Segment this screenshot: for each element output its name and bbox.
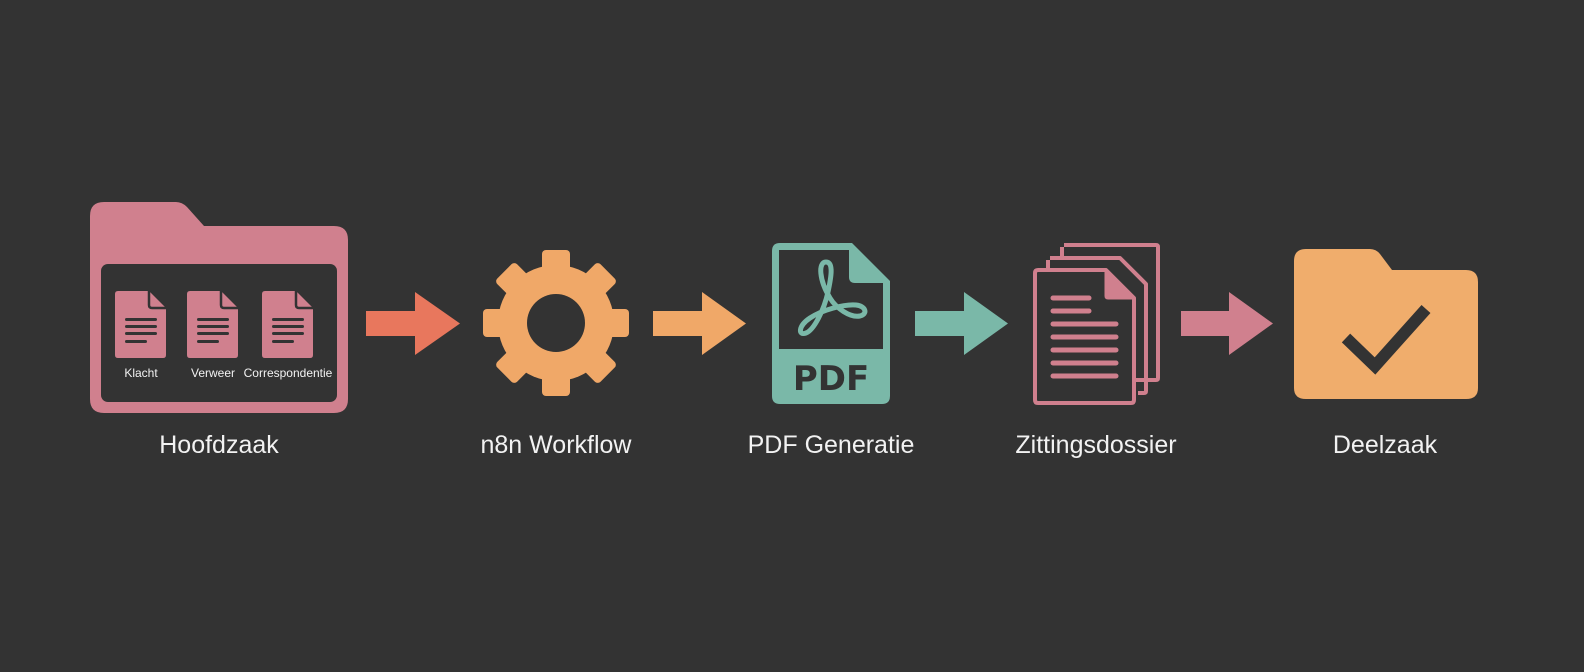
- pdf-icon-text: PDF: [793, 359, 869, 399]
- document-label: Verweer: [191, 366, 235, 380]
- arrow-right-icon: [915, 292, 1008, 355]
- stacked-documents-icon: [1033, 243, 1160, 405]
- folder-check-icon: [1294, 249, 1478, 399]
- node-label-pdf-generatie: PDF Generatie: [747, 431, 915, 459]
- document-icon-klacht: [115, 291, 166, 358]
- arrow-right-icon: [1181, 292, 1273, 355]
- document-label: Correspondentie: [244, 366, 333, 380]
- node-label-n8n-workflow: n8n Workflow: [480, 431, 632, 459]
- pdf-file-icon: PDF: [772, 243, 890, 404]
- arrow-right-icon: [653, 292, 746, 355]
- arrow-right-icon: [366, 292, 460, 355]
- node-label-hoofdzaak: Hoofdzaak: [159, 431, 279, 459]
- folder-with-documents-icon: Klacht Verweer Correspondentie: [90, 202, 348, 413]
- node-label-deelzaak: Deelzaak: [1332, 431, 1438, 459]
- document-icon-verweer: [187, 291, 238, 358]
- gear-icon: [483, 250, 629, 396]
- document-icon-correspondentie: [262, 291, 313, 358]
- node-label-zittingsdossier: Zittingsdossier: [1015, 431, 1177, 459]
- document-label: Klacht: [124, 366, 158, 380]
